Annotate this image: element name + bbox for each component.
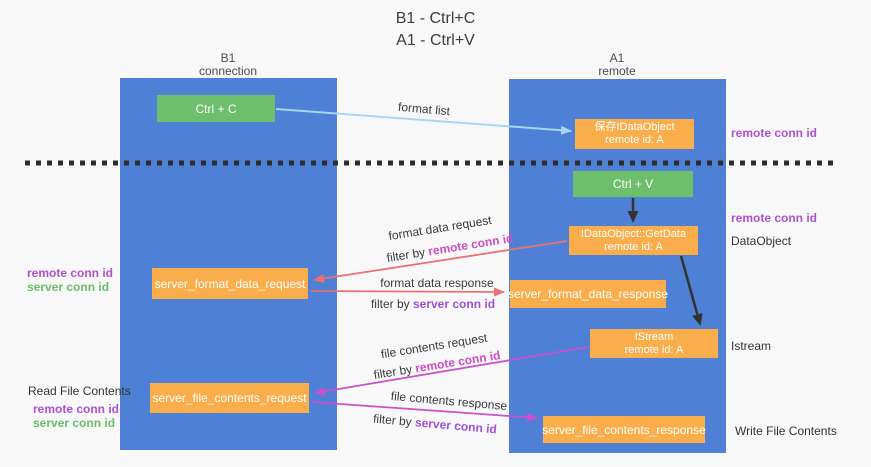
server-file-contents-response-box: server_file_contents_response [542, 416, 706, 443]
server-format-data-request-label: server_format_data_request [154, 276, 306, 291]
save-dataobject-line2: remote id: A [605, 134, 664, 146]
title-line-1: B1 - Ctrl+C [395, 10, 476, 27]
save-dataobject-line1: 保存IDataObject [594, 121, 675, 133]
file-contents-response-filter-label: filter by server conn id [373, 412, 498, 437]
lane-header-b1: B1 connection [168, 52, 288, 78]
lane-a1-name: A1 [609, 51, 625, 65]
filter-by-text: filter by [372, 411, 416, 430]
server-conn-id-label-left-1: server conn id [27, 280, 110, 294]
filter-by-text: filter by [372, 361, 417, 382]
getdata-box: IDataObject::GetData remote id: A [569, 226, 698, 255]
format-data-response-filter-label: filter by server conn id [371, 297, 495, 311]
getdata-line2: remote id: A [604, 240, 663, 253]
file-contents-response-label: file contents response [390, 388, 508, 414]
remote-conn-id-label-right-top: remote conn id [731, 126, 818, 140]
save-dataobject-box: 保存IDataObject remote id: A [575, 119, 694, 149]
server-file-contents-request-box: server_file_contents_request [150, 383, 309, 413]
lane-a1-role: remote [598, 64, 636, 78]
dataobject-label: DataObject [731, 234, 792, 248]
istream-line2: remote id: A [624, 343, 684, 356]
remote-conn-id-key: remote conn id [427, 231, 515, 259]
format-list-label: format list [397, 99, 451, 119]
istream-side-label: Istream [731, 339, 772, 353]
server-conn-id-label-left-2: server conn id [33, 416, 116, 430]
write-file-contents-label: Write File Contents [735, 424, 837, 438]
istream-line1: IStream [634, 330, 674, 343]
server-format-data-response-box: server_format_data_response [507, 280, 669, 308]
lane-b1-role: connection [198, 64, 258, 78]
server-conn-id-key: server conn id [414, 415, 498, 437]
filter-by-text: filter by [370, 297, 413, 311]
server-file-contents-response-label: server_file_contents_response [542, 422, 706, 437]
ctrl-v-box: Ctrl + V [573, 171, 693, 197]
ctrl-v-label: Ctrl + V [612, 177, 654, 191]
lane-header-a1: A1 remote [557, 52, 677, 78]
title-line-2: A1 - Ctrl+V [396, 32, 475, 49]
remote-conn-id-label-left-2: remote conn id [33, 402, 120, 416]
arrow-format-data-response [310, 287, 505, 297]
diagram-title: B1 - Ctrl+C A1 - Ctrl+V [0, 8, 871, 52]
server-file-contents-request-label: server_file_contents_request [152, 391, 307, 405]
server-format-data-request-box: server_format_data_request [152, 268, 308, 299]
filter-by-text: filter by [385, 244, 430, 265]
ctrl-c-box: Ctrl + C [157, 95, 275, 122]
ctrl-c-label: Ctrl + C [195, 101, 237, 116]
server-format-data-response-label: server_format_data_response [507, 287, 669, 301]
server-conn-id-key: server conn id [412, 297, 496, 311]
getdata-line1: IDataObject::GetData [580, 227, 687, 240]
read-file-contents-label: Read File Contents [28, 384, 131, 398]
remote-conn-id-label-right-mid: remote conn id [731, 211, 818, 225]
format-data-response-label: format data response [380, 276, 494, 290]
lane-b1-name: B1 [220, 51, 236, 65]
remote-conn-id-label-left-1: remote conn id [27, 266, 114, 280]
istream-box: IStream remote id: A [590, 329, 718, 358]
